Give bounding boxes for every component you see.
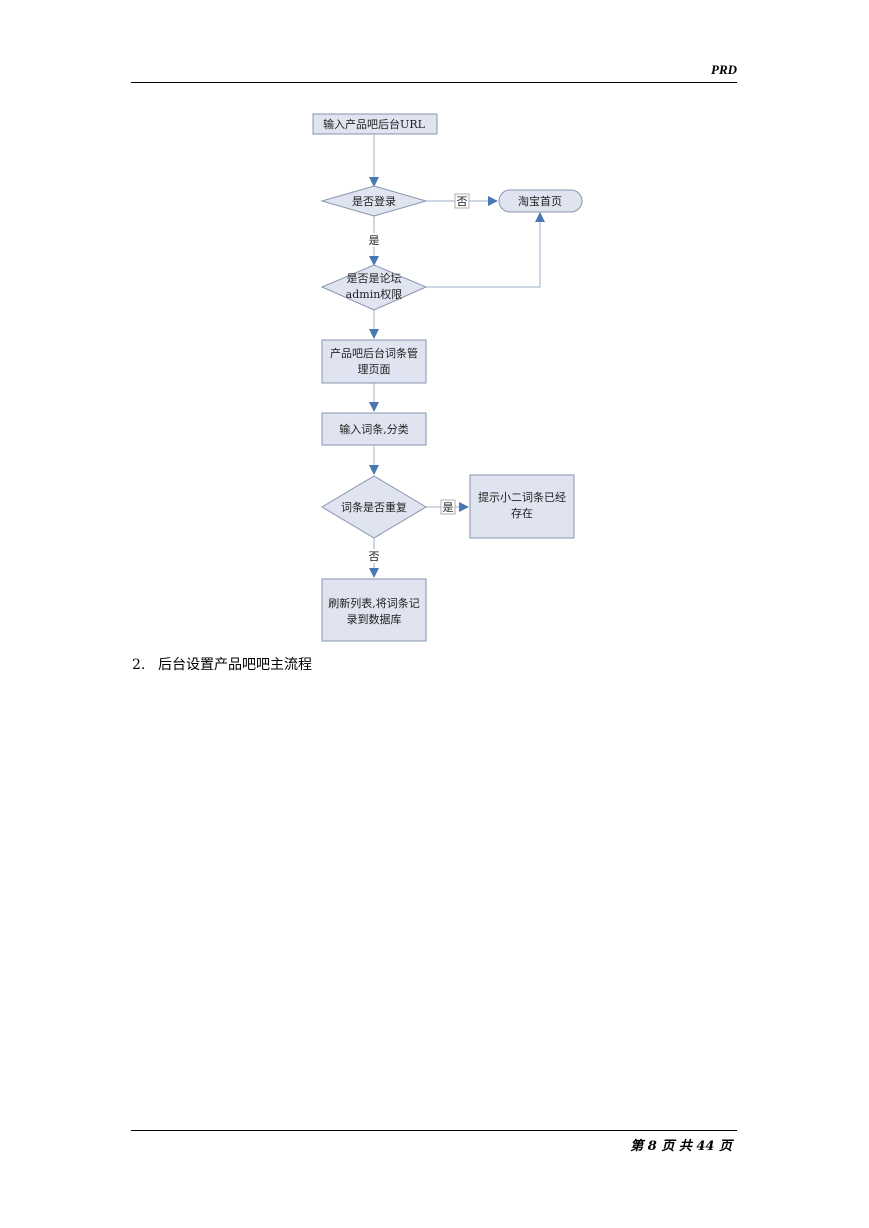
footer-page-info: 第 8 页 共 44 页 bbox=[630, 1139, 732, 1154]
node-refresh-list-label-1: 刷新列表,将词条记 bbox=[328, 596, 420, 610]
node-is-admin-label-2: admin权限 bbox=[346, 288, 403, 301]
section-number: 2. bbox=[132, 657, 146, 673]
node-is-duplicate bbox=[321, 475, 427, 539]
node-term-page bbox=[321, 339, 427, 384]
edge-label-dup-yes: 是 bbox=[443, 501, 454, 514]
node-is-admin-label-1: 是否是论坛 bbox=[347, 271, 402, 285]
node-is-logged-in bbox=[320, 185, 428, 217]
section-heading: 2. 后台设置产品吧吧主流程 bbox=[132, 654, 312, 674]
node-duplicate-prompt bbox=[469, 474, 575, 539]
edge-admin-no bbox=[426, 212, 545, 288]
node-refresh-list-label-2: 录到数据库 bbox=[347, 612, 402, 626]
node-is-duplicate-label: 词条是否重复 bbox=[341, 500, 407, 514]
node-duplicate-prompt-label-2: 存在 bbox=[511, 506, 533, 520]
footer-rule bbox=[131, 1130, 737, 1131]
node-input-terms-label: 输入词条,分类 bbox=[339, 422, 409, 436]
header-rule bbox=[131, 82, 737, 83]
edge-label-bg-login-yes bbox=[368, 233, 380, 247]
node-term-page-label-1: 产品吧后台词条管 bbox=[330, 346, 418, 360]
edge-label-bg-dup-no bbox=[368, 549, 380, 563]
node-refresh-list bbox=[321, 578, 427, 642]
node-input-terms bbox=[321, 412, 427, 446]
node-is-admin bbox=[320, 264, 428, 311]
edge-label-login-no: 否 bbox=[457, 195, 468, 208]
node-duplicate-prompt-label-1: 提示小二词条已经 bbox=[478, 490, 566, 504]
node-term-page-label-2: 理页面 bbox=[358, 363, 391, 376]
node-taobao-home bbox=[498, 189, 583, 213]
edge-label-login-yes: 是 bbox=[369, 234, 380, 247]
section-title: 后台设置产品吧吧主流程 bbox=[158, 657, 312, 673]
edge-label-box-login-no bbox=[454, 193, 470, 209]
edge-label-dup-no: 否 bbox=[369, 550, 380, 563]
edge-label-box-dup-yes bbox=[440, 499, 456, 515]
header-doc-tag: PRD bbox=[711, 62, 737, 77]
node-input-url-label: 输入产品吧后台URL bbox=[323, 117, 426, 131]
node-taobao-home-label: 淘宝首页 bbox=[518, 194, 562, 208]
node-input-url bbox=[312, 113, 438, 135]
node-is-logged-in-label: 是否登录 bbox=[352, 194, 396, 208]
